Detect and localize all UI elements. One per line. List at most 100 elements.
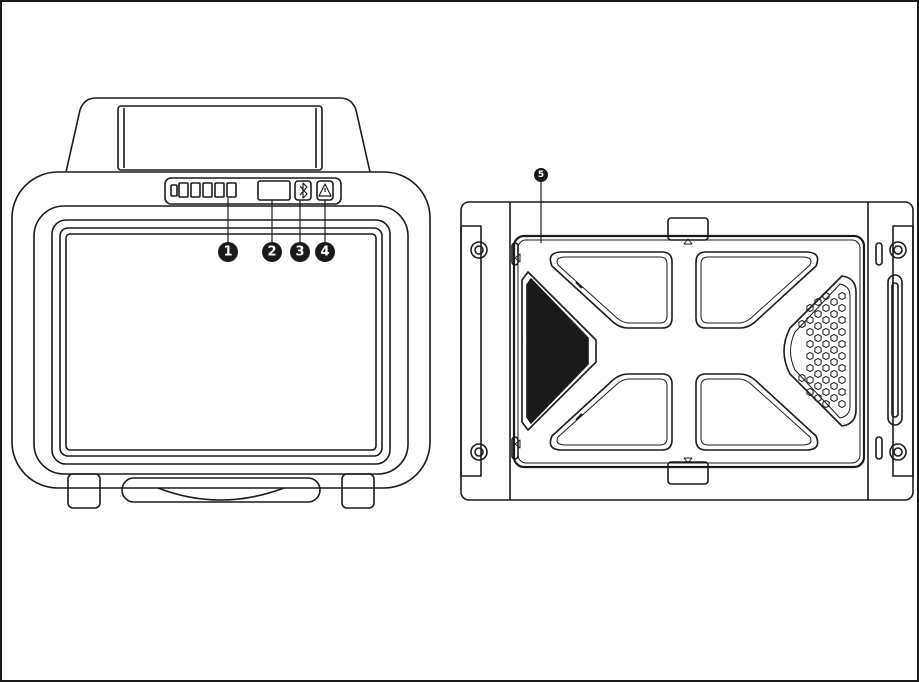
back-right-end-band: [892, 225, 914, 477]
vent-hole: [798, 319, 806, 329]
battery-level-icon: [170, 182, 237, 198]
vent-hole: [822, 303, 830, 313]
vent-hole: [806, 351, 814, 361]
left-grille: [526, 278, 589, 424]
vent-holes: [798, 291, 846, 409]
left-foot: [67, 473, 101, 509]
vent-hole: [838, 399, 846, 409]
vent-hole: [838, 291, 846, 301]
callout-2: 2: [262, 242, 282, 262]
left-grille-notch-bottom: [575, 413, 583, 421]
top-handle-inner: [117, 105, 323, 171]
callout-1: 1: [218, 242, 238, 262]
callout-5: 5: [534, 168, 548, 243]
panel-cutouts: [549, 251, 819, 451]
vent-hole: [838, 363, 846, 373]
status-strip: [164, 177, 342, 205]
screw-icon-top-left: [470, 241, 488, 259]
front-body-outer: [11, 171, 431, 489]
cutout-top-left: [549, 251, 673, 329]
vent-hole: [822, 315, 830, 325]
front-panel: [59, 227, 383, 457]
vent-hole: [822, 375, 830, 385]
back-view: [460, 201, 914, 501]
vent-hole: [814, 381, 822, 391]
right-vent-frame-inner: [790, 283, 851, 419]
right-side-slot-top: [875, 242, 883, 266]
vent-hole: [838, 339, 846, 349]
vent-hole: [814, 333, 822, 343]
vent-hole: [822, 339, 830, 349]
vent-hole: [830, 309, 838, 319]
back-left-end-band: [460, 225, 482, 477]
right-side-slot-bottom: [875, 436, 883, 460]
vent-hole: [806, 387, 814, 397]
vent-hole: [806, 327, 814, 337]
vent-hole: [806, 339, 814, 349]
front-body-rim: [33, 205, 409, 475]
vent-hole: [830, 357, 838, 367]
left-grille-notch-top: [575, 281, 583, 289]
vent-hole: [830, 393, 838, 403]
right-vent-frame: [783, 275, 857, 427]
vent-hole: [822, 399, 830, 409]
vent-hole: [830, 381, 838, 391]
vent-hole: [814, 321, 822, 331]
callout-4: 4: [315, 242, 335, 262]
vent-hole: [806, 375, 814, 385]
vent-hole: [814, 345, 822, 355]
vent-hole: [814, 393, 822, 403]
bluetooth-icon: [294, 180, 312, 201]
vent-hole: [838, 303, 846, 313]
front-view: [11, 97, 431, 509]
vent-hole: [830, 297, 838, 307]
bottom-arrow-icon: [683, 457, 693, 464]
vent-hole: [838, 315, 846, 325]
cutout-bottom-right-inner: [700, 378, 812, 446]
rear-panel-inner: [517, 239, 861, 464]
callout-4-label: 4: [320, 245, 329, 260]
bottom-tab: [667, 461, 709, 485]
cutout-top-left-inner: [556, 256, 668, 324]
top-handle: [65, 97, 371, 173]
vent-hole: [814, 369, 822, 379]
vent-hole: [822, 363, 830, 373]
left-grille-frame: [521, 271, 597, 431]
callout-3-label: 3: [295, 245, 304, 260]
vent-hole: [798, 373, 806, 383]
vent-hole: [806, 315, 814, 325]
vent-hole: [830, 345, 838, 355]
vent-hole: [814, 309, 822, 319]
vent-hole: [806, 303, 814, 313]
cutout-bottom-left-inner: [556, 378, 668, 446]
cutout-top-right-inner: [700, 256, 812, 324]
callout-3: 3: [290, 242, 310, 262]
vent-hole: [838, 327, 846, 337]
callout-1-label: 1: [223, 245, 232, 260]
vent-hole: [830, 369, 838, 379]
vent-hole: [822, 387, 830, 397]
vent-hole: [822, 351, 830, 361]
vent-hole: [838, 351, 846, 361]
right-side-handle: [887, 274, 903, 426]
front-panel-inner: [65, 233, 377, 451]
vent-hole: [822, 291, 830, 301]
vent-hole: [806, 363, 814, 373]
callout-5-label: 5: [538, 170, 544, 180]
vent-hole: [838, 387, 846, 397]
screw-icon-bottom-right: [889, 443, 907, 461]
front-body-bezel: [51, 219, 391, 465]
vent-hole: [814, 297, 822, 307]
right-side-handle-inner: [891, 282, 899, 418]
cutout-top-right: [695, 251, 819, 329]
top-arrow-icon: [683, 238, 693, 245]
callout-2-label: 2: [267, 245, 276, 260]
vent-hole: [822, 327, 830, 337]
vent-hole: [838, 375, 846, 385]
bottom-stand: [157, 487, 285, 501]
cutout-bottom-left: [549, 373, 673, 451]
vent-hole: [814, 357, 822, 367]
screw-icon-top-right: [889, 241, 907, 259]
